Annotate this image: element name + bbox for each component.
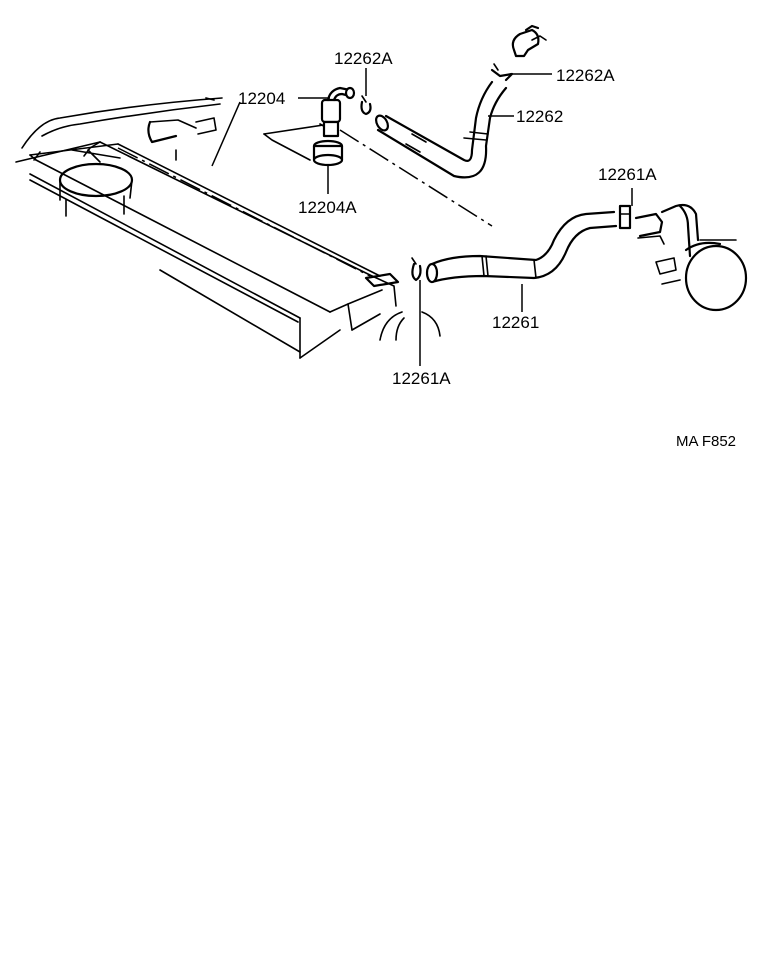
clip-12261A-right <box>618 204 632 230</box>
hose-12262 <box>375 80 508 179</box>
label-12261A-left: 12261A <box>392 369 451 388</box>
label-12204: 12204 <box>238 89 285 108</box>
part-labels: 12204 12204A 12262A 12262A 12262 12261A … <box>238 49 736 450</box>
grommet-12204A <box>312 139 344 167</box>
label-12262: 12262 <box>516 107 563 126</box>
label-12261: 12261 <box>492 313 539 332</box>
clip-12261A-left <box>411 257 422 282</box>
label-12262A-left: 12262A <box>334 49 393 68</box>
figure-code: MA F852 <box>676 433 736 450</box>
label-12261A-right: 12261A <box>598 165 657 184</box>
hose-12261 <box>425 210 618 284</box>
clip-12262A-right <box>490 63 514 82</box>
label-12262A-right: 12262A <box>556 66 615 85</box>
engine-outline <box>15 97 493 359</box>
pcv-valve-12204 <box>320 86 356 138</box>
leader-lines <box>211 68 633 366</box>
throttle-body <box>634 203 748 312</box>
label-12204A: 12204A <box>298 198 357 217</box>
fitting-12262-upper <box>511 24 547 58</box>
clip-12262A-left <box>360 95 372 116</box>
